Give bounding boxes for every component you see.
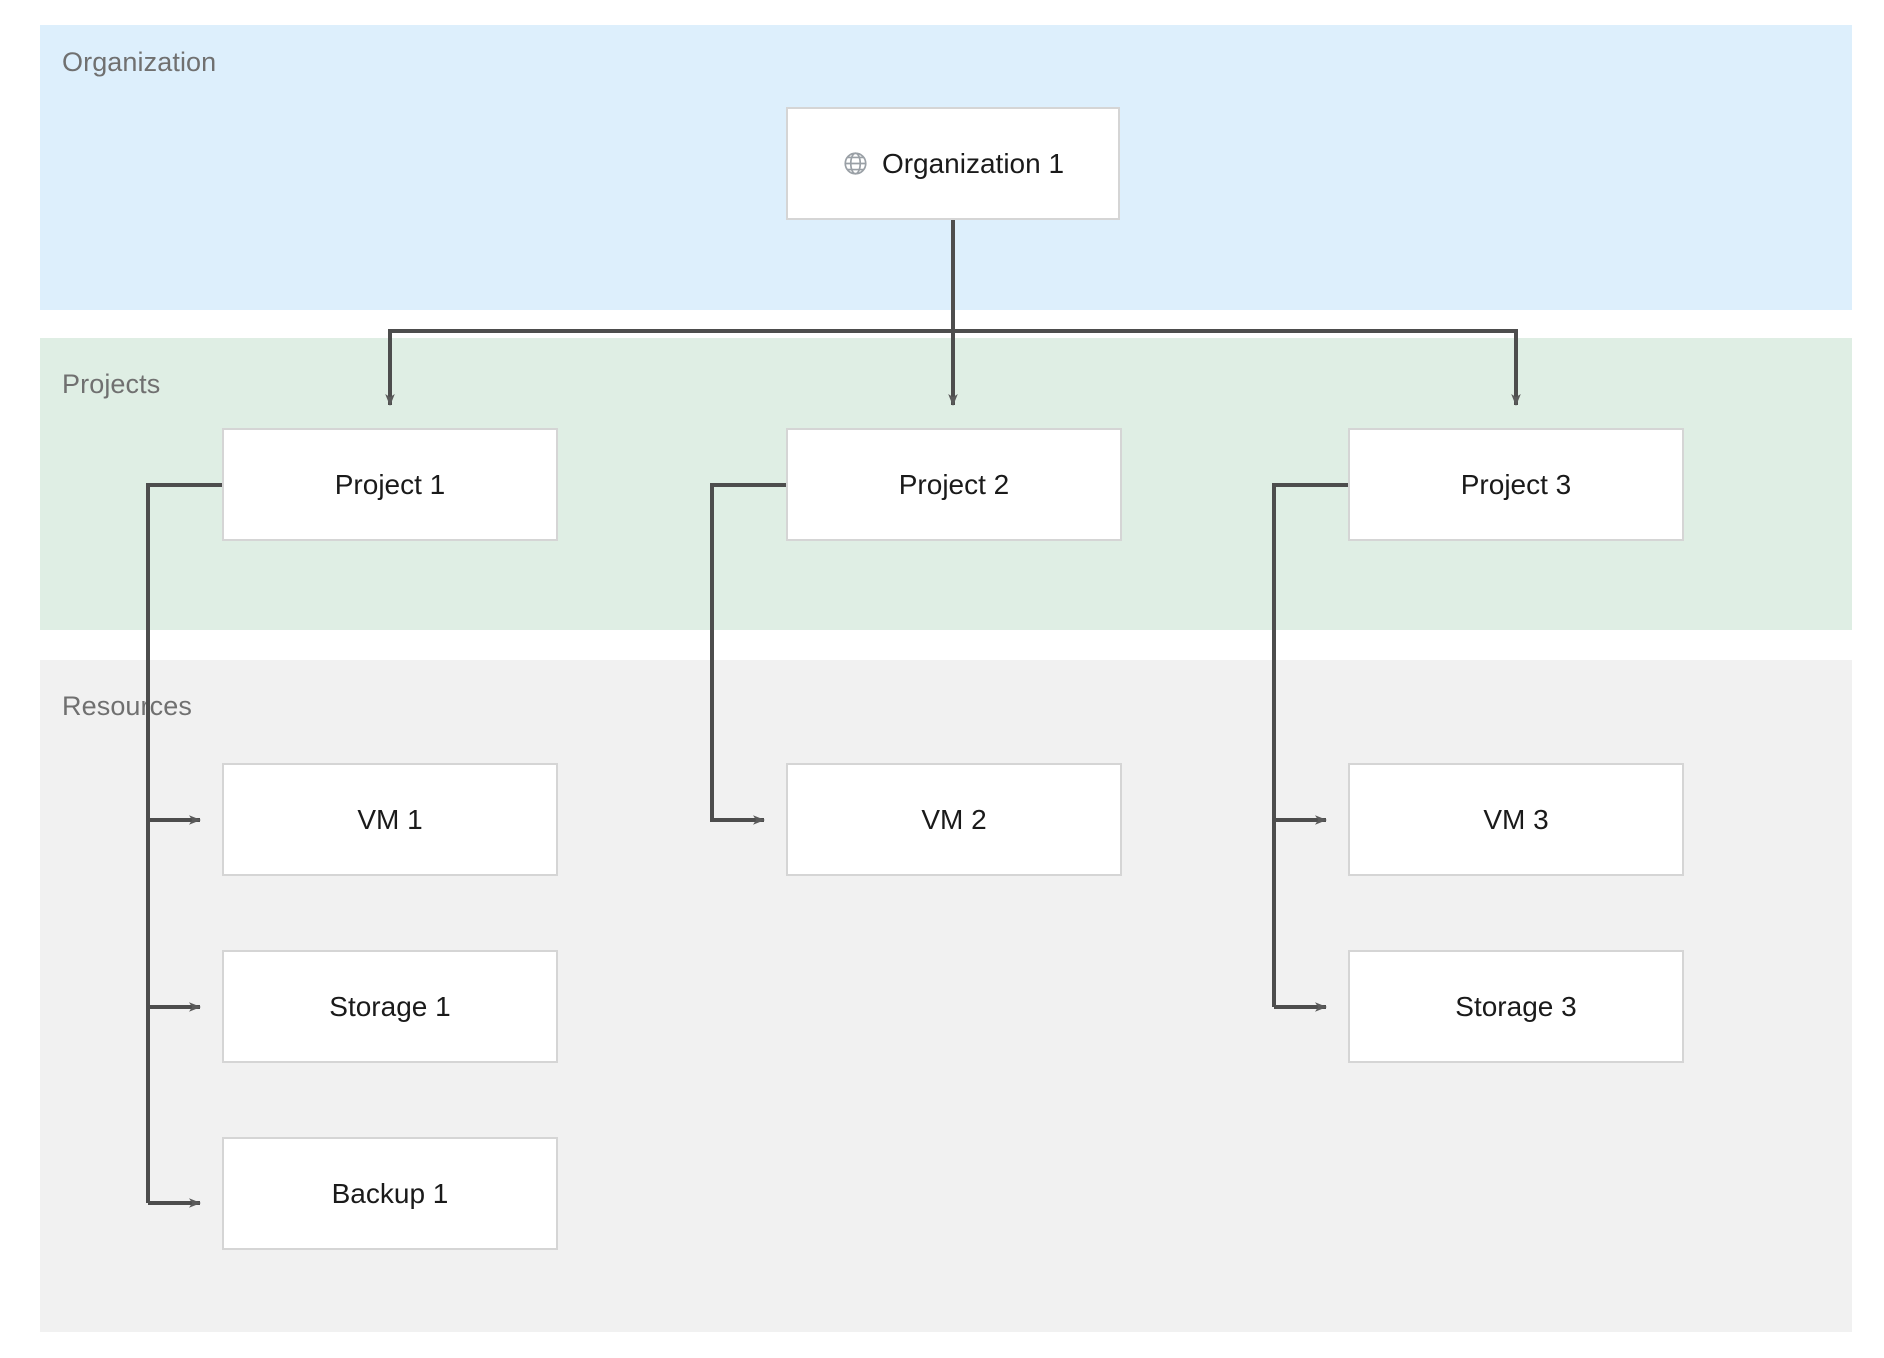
node-label: Storage 3 (1455, 990, 1577, 1022)
node-project-2[interactable]: Project 2 (786, 428, 1122, 541)
node-label: VM 2 (921, 803, 987, 835)
node-project-1[interactable]: Project 1 (222, 428, 558, 541)
node-vm-2[interactable]: VM 2 (786, 763, 1122, 876)
node-storage-3[interactable]: Storage 3 (1348, 950, 1684, 1063)
band-label-projects: Projects (62, 369, 161, 399)
node-label: Project 1 (334, 468, 446, 500)
node-label: Storage 1 (329, 990, 451, 1022)
node-vm-1[interactable]: VM 1 (222, 763, 558, 876)
node-vm-3[interactable]: VM 3 (1348, 763, 1684, 876)
band-label-resources: Resources (62, 691, 192, 721)
node-project-3[interactable]: Project 3 (1348, 428, 1684, 541)
globe-icon (842, 150, 869, 177)
band-label-organization: Organization (62, 47, 217, 77)
node-backup-1[interactable]: Backup 1 (222, 1137, 558, 1250)
node-label: Project 2 (898, 468, 1010, 500)
node-storage-1[interactable]: Storage 1 (222, 950, 558, 1063)
node-label: Organization 1 (881, 147, 1065, 179)
node-organization-1[interactable]: Organization 1 (786, 107, 1120, 220)
node-label: VM 1 (357, 803, 423, 835)
node-label: Project 3 (1460, 468, 1572, 500)
node-label: Backup 1 (331, 1177, 449, 1209)
node-label: VM 3 (1483, 803, 1549, 835)
